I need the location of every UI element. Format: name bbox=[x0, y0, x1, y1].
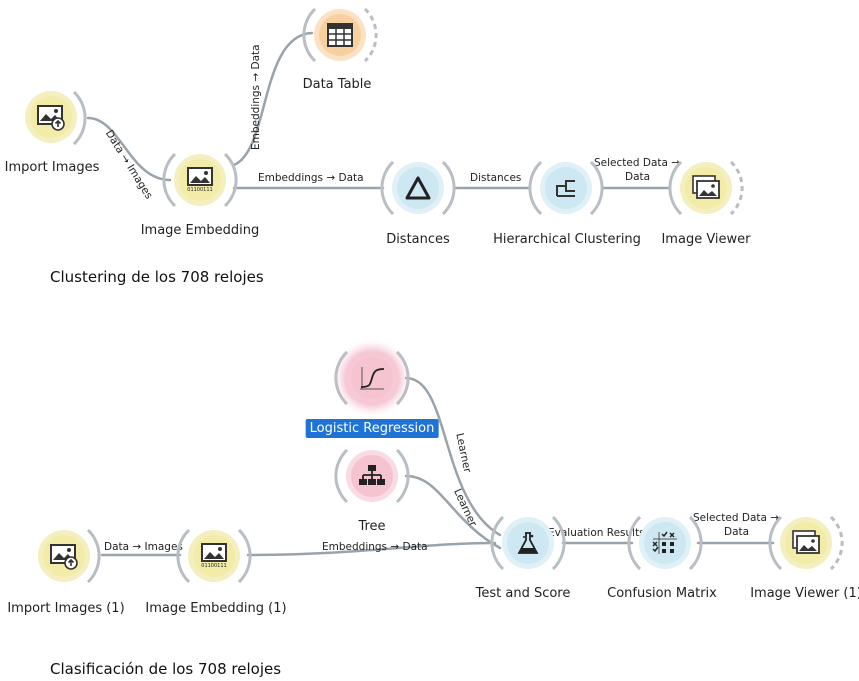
flask-icon bbox=[507, 522, 549, 564]
node-label-image-viewer: Image Viewer bbox=[661, 232, 751, 247]
node-label-image-viewer-1: Image Viewer (1) bbox=[750, 586, 859, 601]
tree-icon bbox=[351, 455, 393, 497]
link-embedding-to-table bbox=[232, 31, 314, 167]
annotation-clustering[interactable]: Clustering de los 708 relojes bbox=[50, 268, 264, 286]
link-embedding1-to-test bbox=[246, 541, 497, 557]
node-import-images-1[interactable] bbox=[38, 530, 90, 582]
table-icon bbox=[319, 14, 361, 56]
node-confusion-matrix[interactable] bbox=[639, 517, 691, 569]
link-label-embedding1-to-test: Embeddings → Data bbox=[322, 541, 428, 553]
node-label-logistic-regression[interactable]: Logistic Regression bbox=[305, 419, 439, 438]
link-label-clustering-to-viewer-2: Data bbox=[625, 171, 651, 183]
dendrogram-icon bbox=[545, 167, 587, 209]
node-label-distances: Distances bbox=[386, 232, 450, 247]
link-label-confusion-to-viewer-1: Selected Data → bbox=[693, 512, 780, 524]
node-label-test-and-score: Test and Score bbox=[475, 586, 571, 601]
link-label-test-to-confusion: Evaluation Results bbox=[548, 527, 645, 539]
image-embedding-icon: 01100111 bbox=[179, 159, 221, 201]
link-logreg-to-test bbox=[404, 376, 502, 537]
image-import-icon bbox=[43, 535, 85, 577]
node-label-hierarchical-clustering: Hierarchical Clustering bbox=[493, 232, 641, 247]
embedding-bits-text: 01100111 bbox=[201, 563, 227, 569]
image-stack-icon bbox=[685, 167, 727, 209]
node-image-viewer-1[interactable] bbox=[780, 517, 832, 569]
node-label-import-images-1: Import Images (1) bbox=[7, 601, 125, 616]
node-label-image-embedding: Image Embedding bbox=[140, 223, 260, 238]
link-label-import1-to-embedding1: Data → Images bbox=[104, 541, 183, 553]
image-stack-icon bbox=[785, 522, 827, 564]
sigmoid-icon bbox=[351, 357, 393, 399]
node-logistic-regression[interactable] bbox=[346, 352, 398, 404]
node-label-data-table: Data Table bbox=[302, 77, 372, 92]
node-distances[interactable] bbox=[392, 162, 444, 214]
node-hierarchical-clustering[interactable] bbox=[540, 162, 592, 214]
node-label-image-embedding-1: Image Embedding (1) bbox=[145, 601, 287, 616]
link-tree-to-test bbox=[404, 474, 502, 550]
delta-icon bbox=[397, 167, 439, 209]
node-label-tree: Tree bbox=[358, 519, 386, 534]
link-label-distances-to-clustering: Distances bbox=[470, 172, 522, 184]
link-import-to-embedding bbox=[86, 116, 172, 182]
node-label-import-images: Import Images bbox=[4, 160, 100, 175]
matrix-icon bbox=[644, 522, 686, 564]
node-label-confusion-matrix: Confusion Matrix bbox=[607, 586, 717, 601]
node-image-viewer[interactable] bbox=[680, 162, 732, 214]
link-label-embedding-to-distances: Embeddings → Data bbox=[258, 172, 364, 184]
annotation-classification[interactable]: Clasificación de los 708 relojes bbox=[50, 660, 282, 678]
link-label-clustering-to-viewer-1: Selected Data → bbox=[594, 157, 681, 169]
node-data-table[interactable] bbox=[314, 9, 366, 61]
node-image-embedding-1[interactable]: 01100111 bbox=[188, 530, 240, 582]
node-test-and-score[interactable] bbox=[502, 517, 554, 569]
node-image-embedding[interactable]: 01100111 bbox=[174, 154, 226, 206]
link-label-embedding-to-table: Embeddings → Data bbox=[250, 44, 262, 150]
node-import-images[interactable] bbox=[25, 91, 77, 143]
image-embedding-icon: 01100111 bbox=[193, 535, 235, 577]
link-label-confusion-to-viewer-2: Data bbox=[724, 526, 750, 538]
embedding-bits-text: 01100111 bbox=[187, 187, 213, 193]
image-import-icon bbox=[30, 96, 72, 138]
node-tree[interactable] bbox=[346, 450, 398, 502]
